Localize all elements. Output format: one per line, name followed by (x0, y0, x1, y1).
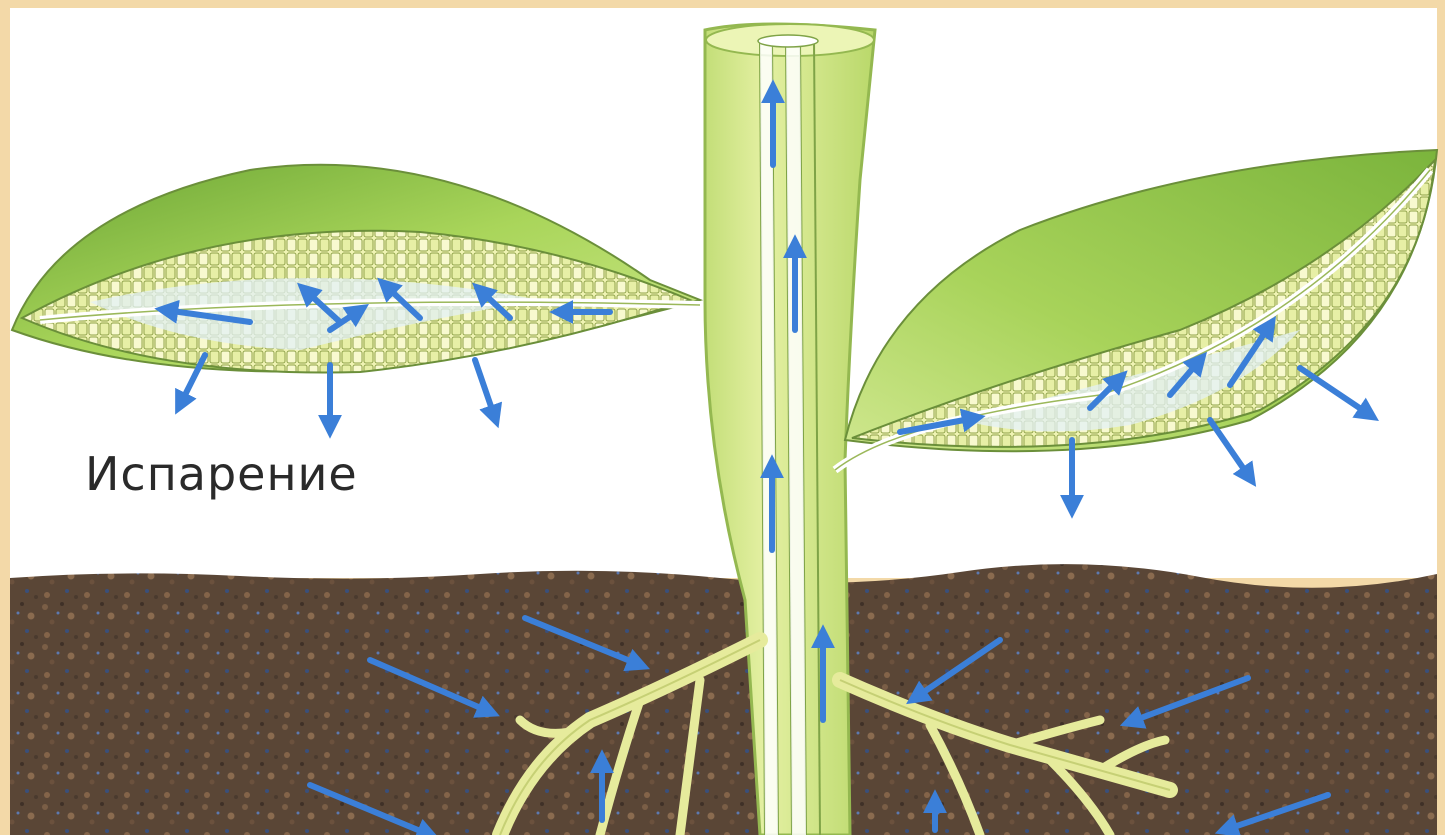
soil (10, 564, 1437, 835)
evaporation-label: Испарение (85, 447, 358, 501)
